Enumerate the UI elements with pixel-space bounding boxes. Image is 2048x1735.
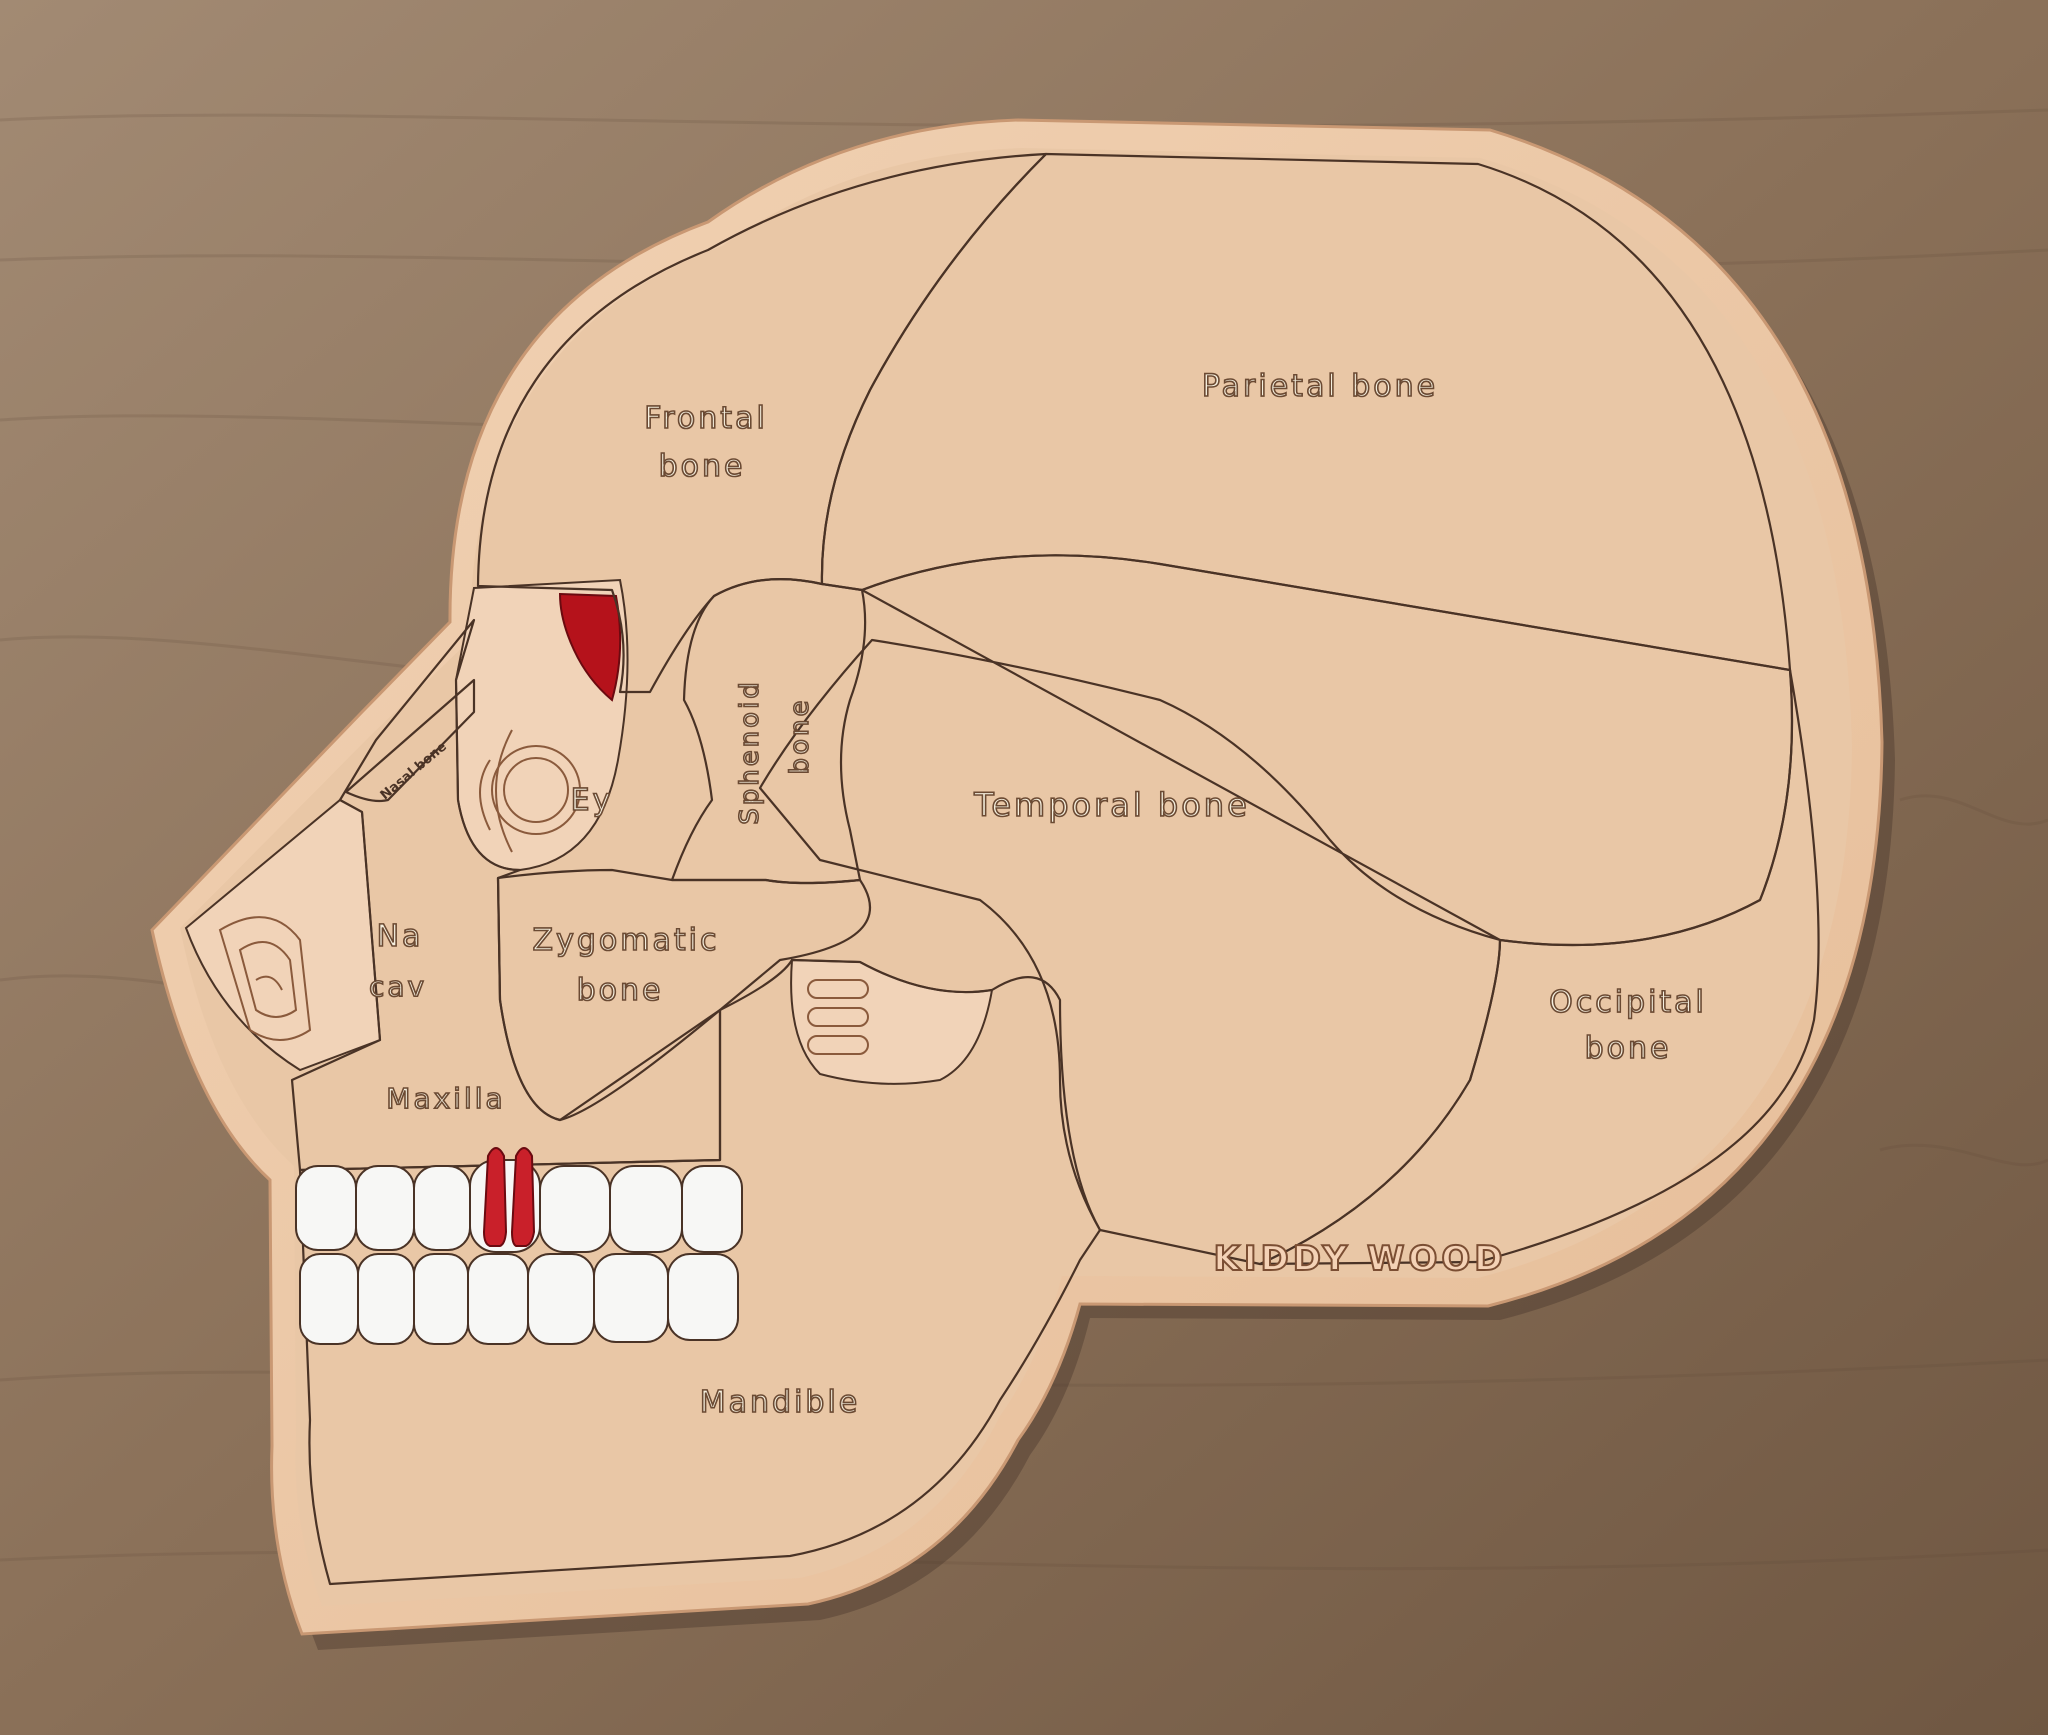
tooth: [467, 1253, 529, 1345]
temporal-label: Temporal bone: [973, 786, 1250, 824]
bone-labels: Frontal bone Parietal bone Temporal bone…: [368, 368, 1707, 1421]
tooth: [355, 1165, 415, 1251]
zygomatic-label-line1: Zygomatic: [533, 923, 720, 958]
nasal-cavity-etch: [218, 916, 312, 1041]
mandible-label: Mandible: [700, 1385, 861, 1420]
teeth: [295, 1159, 743, 1345]
tooth: [299, 1253, 359, 1345]
tooth: [593, 1253, 669, 1343]
tooth: [413, 1253, 469, 1345]
gap-etch: [807, 979, 869, 1055]
mandible-bone-piece[interactable]: [298, 958, 1102, 1586]
zygomatic-label-line2: bone: [577, 973, 664, 1008]
tooth: [609, 1165, 683, 1253]
bone-pieces: [290, 152, 1820, 1586]
occipital-label-line2: bone: [1585, 1031, 1672, 1066]
eye-etch: [479, 729, 581, 853]
tooth: [667, 1253, 739, 1341]
sphenoid-label-line1: Sphenoid: [735, 679, 765, 825]
maxilla-bone-piece[interactable]: [290, 618, 722, 1172]
sphenoid-label-line2: bone: [785, 698, 815, 775]
nasal-cavity-label-line2: cav: [369, 970, 427, 1003]
nasal-cavity-label-line1: Na: [377, 919, 424, 954]
tooth: [539, 1165, 611, 1253]
frontal-label-line2: bone: [659, 449, 746, 484]
maxilla-label: Maxilla: [386, 1082, 505, 1115]
tooth: [527, 1253, 595, 1345]
temporal-bone-piece[interactable]: [758, 554, 1794, 1266]
tooth: [295, 1165, 357, 1251]
tooth-pulp-red: [482, 1147, 536, 1247]
tooth: [681, 1165, 743, 1253]
occipital-label-line1: Occipital: [1549, 985, 1707, 1020]
frontal-label-line1: Frontal: [644, 401, 768, 436]
eye-muscle-red: [558, 592, 622, 702]
nasal-bone-piece[interactable]: [344, 678, 476, 803]
tooth: [413, 1165, 471, 1251]
parietal-label: Parietal bone: [1202, 369, 1438, 404]
tooth: [357, 1253, 415, 1345]
brand-logo: KIDDY WOOD: [1214, 1239, 1507, 1279]
eye-label: Ey: [571, 783, 614, 818]
